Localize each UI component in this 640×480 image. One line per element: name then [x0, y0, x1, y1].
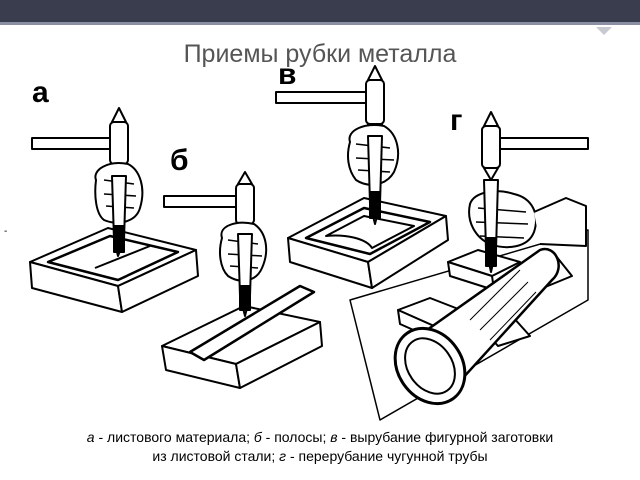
figure-v-shaped-cutout: [275, 65, 449, 289]
caption-text-g: - перерубание чугунной трубы: [286, 448, 488, 464]
corner-triangle-icon: [596, 27, 612, 35]
metal-chopping-illustration: а б в г -: [4, 62, 589, 421]
slide-top-bar: [0, 0, 640, 22]
figure-caption: а - листового материала; б - полосы; в -…: [0, 428, 640, 466]
slide-top-bar-accent: [0, 22, 640, 25]
caption-text-v: - вырубание фигурной заготовки: [337, 429, 554, 445]
label-b: б: [170, 144, 189, 177]
caption-text-line2: из листовой стали;: [152, 448, 280, 464]
slide-title: Приемы рубки металла: [183, 40, 457, 68]
figure-g-pipe-cutting: [349, 111, 589, 421]
label-a: а: [32, 76, 49, 109]
label-g: г: [450, 104, 463, 137]
label-v: в: [278, 62, 296, 91]
caption-line-1: а - листового материала; б - полосы; в -…: [87, 429, 553, 445]
caption-letter-v: в: [330, 429, 338, 445]
caption-letter-a: а: [86, 429, 95, 445]
stray-mark: -: [4, 226, 7, 237]
caption-letter-b: б: [253, 429, 262, 445]
caption-text-a: - листового материала;: [94, 429, 254, 445]
caption-text-b: - полосы;: [261, 429, 331, 445]
figure-b-strip-cutting: [161, 171, 323, 389]
figure-a-sheet-cutting: [29, 107, 199, 313]
caption-letter-g: г: [279, 448, 287, 464]
caption-line-2: из листовой стали; г - перерубание чугун…: [152, 448, 487, 464]
